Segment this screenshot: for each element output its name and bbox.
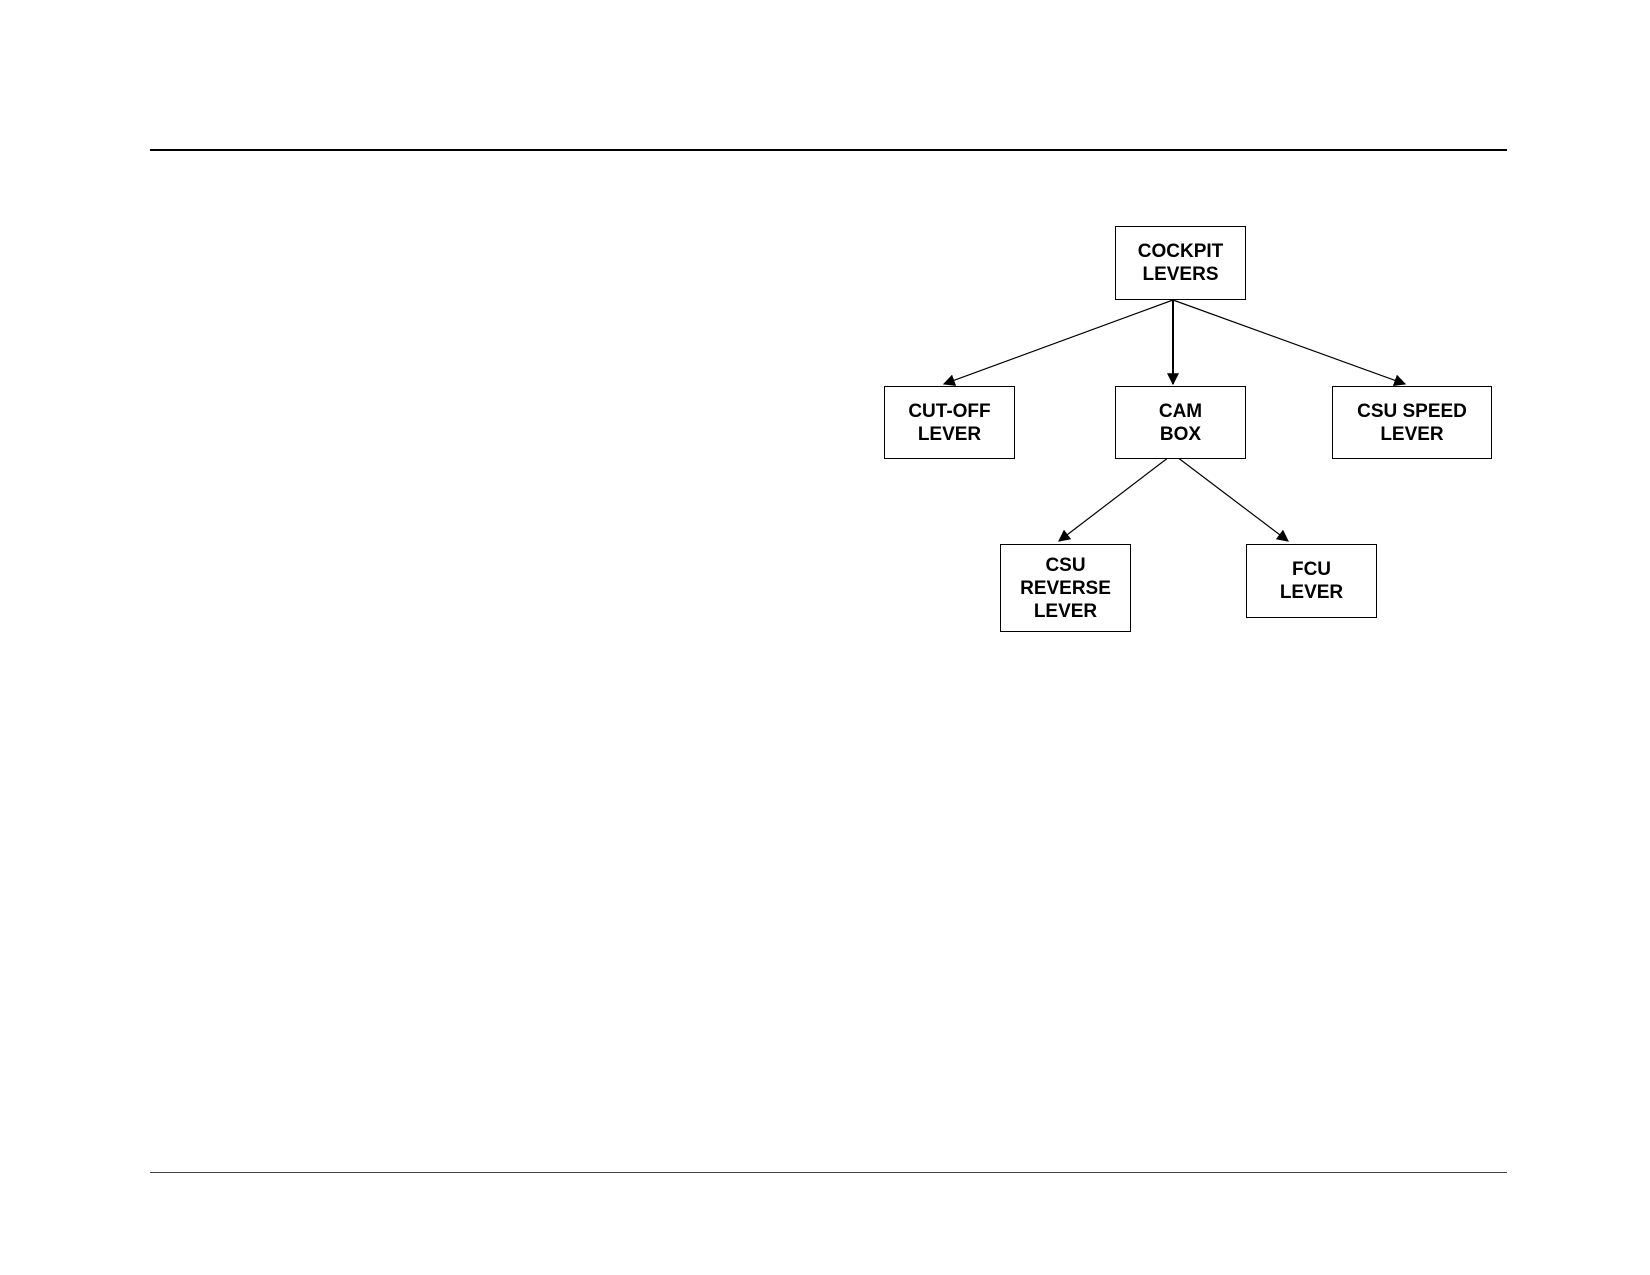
node-cockpit-levers: COCKPIT LEVERS bbox=[1115, 226, 1246, 300]
node-label-line: BOX bbox=[1159, 423, 1202, 445]
node-label-line: LEVER bbox=[1279, 582, 1344, 603]
node-label-line: COCKPIT bbox=[1137, 241, 1224, 262]
node-label-line: CSU bbox=[1045, 554, 1086, 576]
node-label-line: CSU SPEED bbox=[1357, 400, 1467, 422]
node-label-line: LEVER bbox=[1380, 423, 1444, 445]
node-cut-off-lever: CUT-OFF LEVER bbox=[884, 386, 1015, 459]
node-label-line: FCU bbox=[1291, 559, 1332, 580]
node-csu-speed-lever: CSU SPEED LEVER bbox=[1332, 386, 1492, 459]
node-label-line: CUT-OFF bbox=[908, 400, 991, 422]
footer-rule bbox=[150, 1172, 1507, 1173]
header-rule bbox=[150, 149, 1507, 151]
node-label-line: LEVER bbox=[917, 423, 982, 445]
edge-cockpit-to-cutoff bbox=[942, 299, 1174, 386]
node-label-line: REVERSE bbox=[1020, 577, 1111, 599]
node-label-line: CAM bbox=[1158, 400, 1203, 422]
node-fcu-lever: FCU LEVER bbox=[1246, 544, 1377, 618]
node-cam-box: CAM BOX bbox=[1115, 386, 1246, 459]
edge-cambox-to-fcu bbox=[1172, 453, 1289, 542]
node-csu-reverse-lever: CSU REVERSE LEVER bbox=[1000, 544, 1131, 632]
node-label-line: LEVER bbox=[1033, 600, 1098, 622]
node-label-line: LEVERS bbox=[1142, 264, 1219, 285]
edge-cockpit-to-csuspeed bbox=[1172, 299, 1407, 386]
edge-cambox-to-csureverse bbox=[1058, 453, 1174, 542]
